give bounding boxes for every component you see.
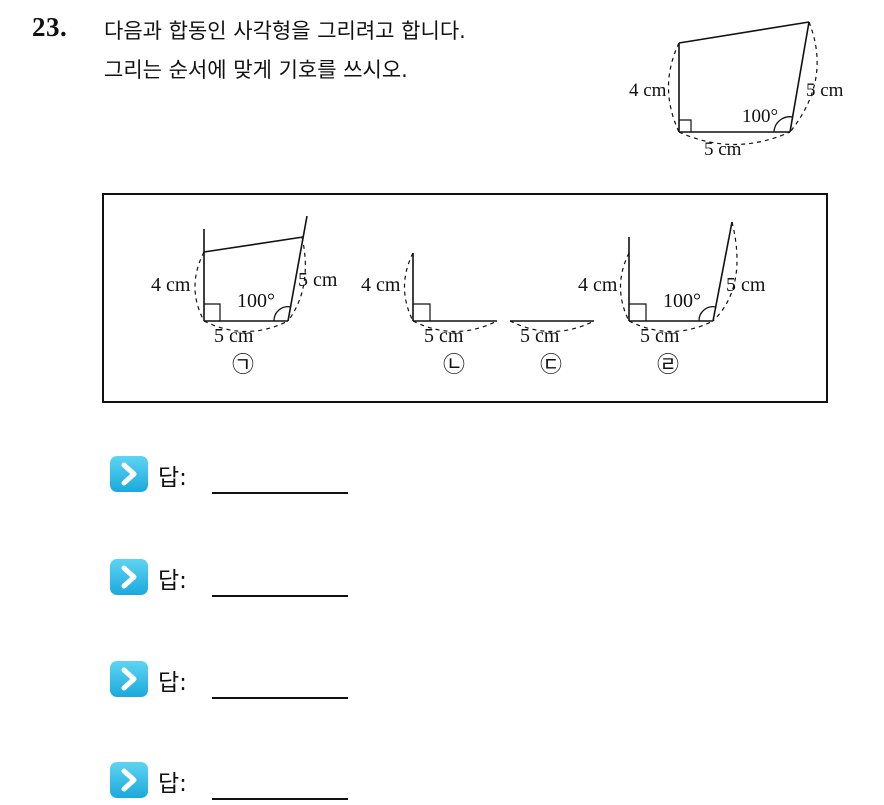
ref-right-label: 5 cm xyxy=(806,80,844,101)
answer-label: 답: xyxy=(158,568,187,594)
choice-c-symbol: ㉢ xyxy=(540,352,562,377)
choice-a-symbol: ㉠ xyxy=(232,352,254,377)
answer-row-2: 답: xyxy=(110,559,370,599)
choice-d-angle-label: 100° xyxy=(663,290,701,312)
chevron-right-icon xyxy=(110,559,148,595)
answer-row-4: 답: xyxy=(110,762,370,802)
choice-a-right-label: 5 cm xyxy=(298,269,338,291)
reference-quadrilateral: 4 cm 5 cm 5 cm 100° xyxy=(629,21,844,160)
choice-d-right-label: 5 cm xyxy=(726,274,766,296)
choice-a-left-label: 4 cm xyxy=(151,274,191,296)
choices-border xyxy=(102,193,828,403)
choice-b-figure: 4 cm 5 cm ㉡ xyxy=(361,252,498,377)
choice-b-bottom-label: 5 cm xyxy=(424,325,464,347)
choice-b-left-label: 4 cm xyxy=(361,274,401,296)
answer-blank-1[interactable] xyxy=(212,492,348,494)
choice-d-bottom-label: 5 cm xyxy=(640,325,680,347)
choice-b-symbol: ㉡ xyxy=(443,352,465,377)
ref-left-label: 4 cm xyxy=(629,80,667,101)
chevron-right-icon xyxy=(110,661,148,697)
ref-angle-label: 100° xyxy=(742,106,778,127)
answer-blank-2[interactable] xyxy=(212,595,348,597)
answer-label: 답: xyxy=(158,465,187,491)
answer-blank-3[interactable] xyxy=(212,697,348,699)
choice-a-bottom-label: 5 cm xyxy=(214,325,254,347)
choice-d-symbol: ㉣ xyxy=(657,352,679,377)
question-text-line1: 다음과 합동인 사각형을 그리려고 합니다. xyxy=(104,19,466,43)
choice-d-left-label: 4 cm xyxy=(578,274,618,296)
choice-d-figure: 4 cm 5 cm 5 cm 100° ㉣ xyxy=(578,221,766,377)
choice-a-figure: 4 cm 5 cm 5 cm 100° ㉠ xyxy=(151,215,338,377)
answer-label: 답: xyxy=(158,771,187,797)
choice-c-bottom-label: 5 cm xyxy=(520,325,560,347)
question-number: 23. xyxy=(32,12,68,42)
answer-label: 답: xyxy=(158,670,187,696)
answer-row-1: 답: xyxy=(110,456,370,496)
chevron-right-icon xyxy=(110,762,148,798)
answer-blank-4[interactable] xyxy=(212,798,348,800)
choice-c-figure: 5 cm ㉢ xyxy=(509,320,595,377)
choices-box: 4 cm 5 cm 5 cm 100° ㉠ 4 cm 5 cm ㉡ 5 cm ㉢ xyxy=(102,193,828,403)
ref-bottom-label: 5 cm xyxy=(704,139,742,160)
choice-a-angle-label: 100° xyxy=(237,290,275,312)
chevron-right-icon xyxy=(110,456,148,492)
answer-row-3: 답: xyxy=(110,661,370,701)
question-text-line2: 그리는 순서에 맞게 기호를 쓰시오. xyxy=(104,58,408,82)
